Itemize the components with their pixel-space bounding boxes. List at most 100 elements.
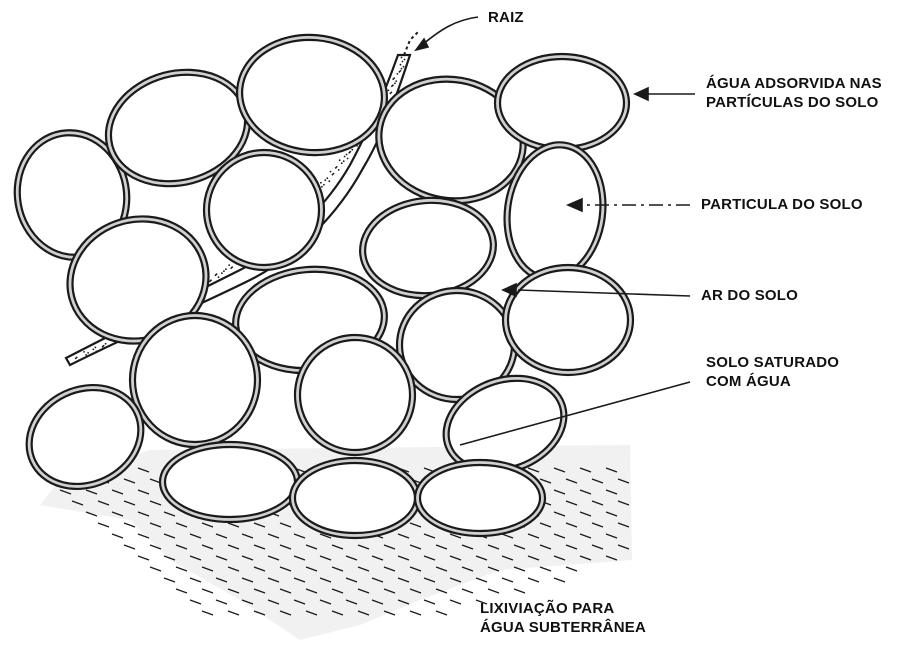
soil-particle: [290, 458, 420, 538]
root-speckle: [347, 158, 349, 160]
water-dash: [164, 578, 175, 582]
root-speckle: [338, 169, 340, 171]
soil-air-label-text: AR DO SOLO: [701, 286, 798, 305]
particle-body: [295, 463, 415, 533]
root-speckle: [330, 171, 332, 173]
water-dash: [476, 578, 487, 582]
root-speckle: [336, 166, 338, 168]
water-dash: [124, 523, 135, 527]
particle-body: [135, 318, 255, 442]
root-speckle: [223, 270, 225, 272]
soil-particle: [204, 150, 324, 270]
water-dash: [190, 600, 201, 604]
soil-particle: [495, 54, 629, 152]
root-speckle: [326, 177, 328, 179]
root-speckle: [395, 80, 397, 82]
root-speckle: [105, 343, 107, 345]
soil-particle: [356, 192, 500, 303]
root-speckle: [328, 180, 330, 182]
water-dash: [462, 589, 473, 593]
root-speckle: [103, 345, 105, 347]
saturated-soil-label-line1: SOLO SATURADO: [706, 353, 839, 372]
water-dash: [98, 523, 109, 527]
root-speckle: [339, 159, 341, 161]
root-speckle: [225, 268, 227, 270]
saturated-soil-label: SOLO SATURADO COM ÁGUA: [706, 353, 839, 391]
soil-particle: [130, 313, 260, 447]
particle-body: [508, 270, 628, 370]
root-speckle: [344, 156, 346, 158]
root-speckle: [341, 162, 343, 164]
root-speckle: [324, 179, 326, 181]
root-speckle: [400, 70, 402, 72]
adsorbed-water-label-line2: PARTÍCULAS DO SOLO: [706, 93, 882, 112]
root-speckle: [402, 61, 404, 63]
root-label-text: RAIZ: [488, 8, 524, 27]
soil-particle-label-text: PARTICULA DO SOLO: [701, 195, 863, 214]
leaching-label-line1: LIXIVIAÇÃO PARA: [480, 599, 646, 618]
root-speckle: [210, 279, 212, 281]
water-dash: [528, 578, 539, 582]
root-speckle: [349, 151, 351, 153]
water-dash: [150, 567, 161, 571]
water-dash: [502, 578, 513, 582]
root-leader-line: [422, 17, 478, 45]
root-speckle: [320, 182, 322, 184]
adsorbed-water-arrowhead: [635, 88, 648, 100]
water-dash: [488, 589, 499, 593]
root-speckle: [346, 154, 348, 156]
water-dash: [514, 589, 525, 593]
leaching-label: LIXIVIAÇÃO PARA ÁGUA SUBTERRÂNEA: [480, 599, 646, 637]
water-dash: [216, 600, 227, 604]
particle-body: [420, 465, 540, 531]
root-speckle: [388, 90, 390, 92]
particle-body: [209, 155, 319, 265]
root-speckle: [392, 84, 394, 86]
water-dash: [554, 578, 565, 582]
root-speckle: [351, 149, 353, 151]
root-speckle: [228, 264, 230, 266]
soil-particle: [160, 442, 300, 522]
adsorbed-water-label: ÁGUA ADSORVIDA NAS PARTÍCULAS DO SOLO: [706, 74, 882, 112]
water-dash: [202, 611, 213, 615]
root-speckle: [397, 73, 399, 75]
root-speckle: [93, 349, 95, 351]
root-speckle: [221, 272, 223, 274]
water-dash: [202, 589, 213, 593]
water-dash: [566, 567, 577, 571]
root-speckle: [343, 160, 345, 162]
water-dash: [436, 611, 447, 615]
water-dash: [450, 600, 461, 604]
particle-body: [500, 59, 624, 147]
particle-body: [165, 447, 295, 517]
soil-particle: [503, 265, 633, 375]
root-speckle: [401, 68, 403, 70]
root-speckle: [394, 82, 396, 84]
water-dash: [138, 556, 149, 560]
water-dash: [112, 534, 123, 538]
water-dash: [124, 545, 135, 549]
root-speckle: [231, 266, 233, 268]
water-dash: [190, 578, 201, 582]
saturated-soil-label-line2: COM ÁGUA: [706, 372, 839, 391]
root-speckle: [216, 273, 218, 275]
water-dash: [410, 611, 421, 615]
root-speckle: [87, 352, 89, 354]
root-speckle: [96, 351, 98, 353]
leaching-label-line2: ÁGUA SUBTERRÂNEA: [480, 618, 646, 637]
water-dash: [424, 600, 435, 604]
root-speckle: [333, 173, 335, 175]
water-dash: [176, 589, 187, 593]
root-speckle: [403, 66, 405, 68]
adsorbed-water-label-line1: ÁGUA ADSORVIDA NAS: [706, 74, 882, 93]
root-speckle: [400, 64, 402, 66]
soil-air-label: AR DO SOLO: [701, 286, 798, 305]
water-dash: [228, 611, 239, 615]
soil-particle: [415, 460, 545, 536]
water-dash: [540, 567, 551, 571]
root-speckle: [85, 354, 87, 356]
root-speckle: [78, 360, 80, 362]
root-speckle: [391, 92, 393, 94]
root-speckle: [76, 357, 78, 359]
root-label: RAIZ: [488, 8, 524, 27]
